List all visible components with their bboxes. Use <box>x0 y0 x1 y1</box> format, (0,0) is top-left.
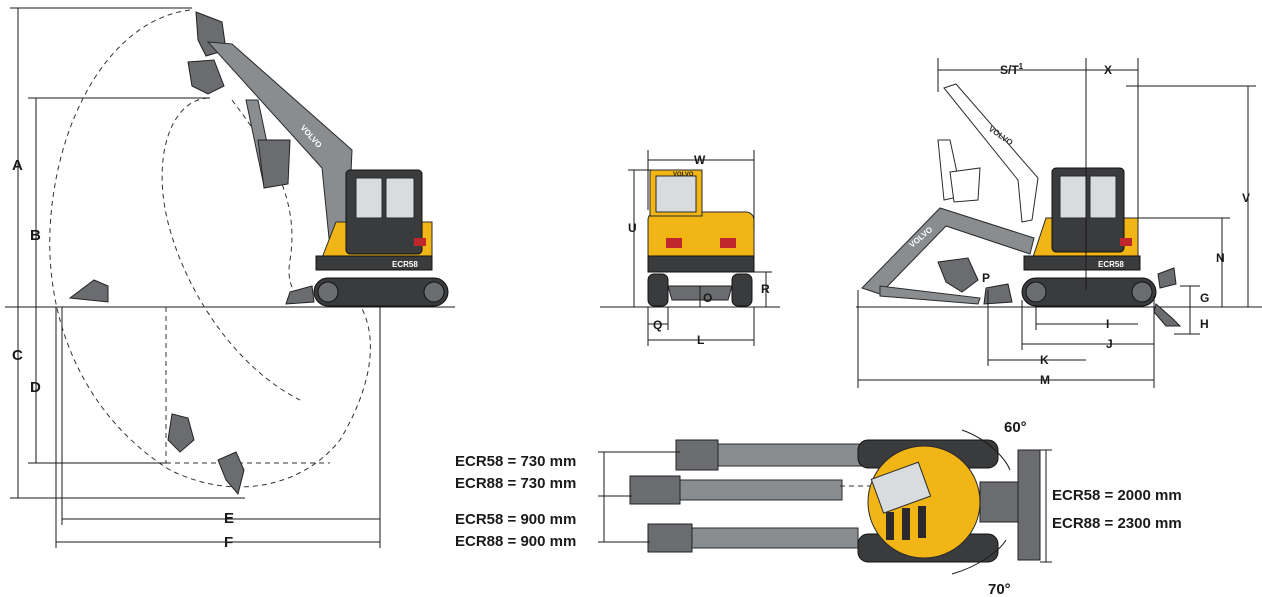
cab-window-left-right <box>1059 175 1087 219</box>
label-p: P <box>982 271 990 285</box>
lowered-stick <box>879 285 981 305</box>
bucket-upper <box>187 59 225 95</box>
rear-track-right <box>731 273 753 307</box>
label-v: V <box>1242 191 1250 205</box>
track-idler <box>317 281 339 303</box>
spec-ecr58-900: ECR58 = 900 mm <box>455 511 576 528</box>
transport-view: VOLVO VOLVO ECR58 <box>856 58 1262 388</box>
label-h: H <box>1200 317 1209 331</box>
spec-ecr58-2000: ECR58 = 2000 mm <box>1052 487 1182 504</box>
dozer-blade-left <box>285 285 315 305</box>
label-j: J <box>1106 337 1113 351</box>
upper-frame-right <box>1023 255 1141 271</box>
rear-frame <box>647 255 755 273</box>
label-o: O <box>703 291 712 305</box>
working-range-view: A B C D E F VOLVO ECR58 <box>5 7 455 551</box>
lowered-bucket <box>937 257 979 293</box>
spec-ecr88-730: ECR88 = 730 mm <box>455 475 576 492</box>
body-model-text-right: ECR58 <box>1098 260 1124 269</box>
label-f: F <box>224 534 233 551</box>
body-model-text: ECR58 <box>392 260 418 269</box>
rear-view: VOLVO W U R O Q L <box>600 150 780 347</box>
track-idler-right <box>1025 281 1047 303</box>
label-x: X <box>1104 63 1112 77</box>
top-view: 60° 70° ECR58 = 730 mm ECR88 = 730 mm EC… <box>455 419 1182 597</box>
angle-bottom: 70° <box>988 581 1011 597</box>
bucket-ground <box>68 279 109 303</box>
label-c: C <box>12 347 23 364</box>
label-g: G <box>1200 291 1209 305</box>
label-n: N <box>1216 251 1225 265</box>
bucket-top-view-3 <box>647 523 693 553</box>
track-sprocket <box>423 281 445 303</box>
label-r: R <box>761 282 770 296</box>
label-a: A <box>12 157 23 174</box>
cab-window-left <box>355 177 383 219</box>
rear-body <box>647 211 755 263</box>
label-w: W <box>694 153 706 167</box>
rear-cab-glass <box>655 175 697 213</box>
raised-boom <box>943 83 1039 223</box>
bucket-deep-1 <box>167 413 195 453</box>
label-m: M <box>1040 373 1050 387</box>
rear-light-right <box>720 238 736 248</box>
blade-frame <box>979 481 1021 523</box>
tail-light <box>414 238 426 246</box>
track-sprocket-right <box>1131 281 1153 303</box>
bucket-deep-2 <box>217 451 245 496</box>
rear-track-left <box>647 273 669 307</box>
bucket-curled <box>257 139 291 189</box>
upper-frame <box>315 255 433 271</box>
label-b: B <box>30 227 41 244</box>
track-left-view <box>313 277 449 307</box>
cab-window-right-right <box>1089 175 1117 219</box>
inner-envelope <box>161 97 301 401</box>
dozer-blade-up <box>1157 267 1177 289</box>
label-l: L <box>697 333 704 347</box>
cab-window-right <box>385 177 415 219</box>
label-d: D <box>30 379 41 396</box>
label-q: Q <box>653 318 662 332</box>
vent-3 <box>918 506 926 538</box>
label-u: U <box>628 221 637 235</box>
label-i: I <box>1106 317 1109 331</box>
label-k: K <box>1040 353 1049 367</box>
label-st: S/T1 <box>1000 62 1024 77</box>
track-right-view <box>1021 277 1157 307</box>
label-e: E <box>224 510 234 527</box>
bucket-top-view-2 <box>629 475 681 505</box>
reach-envelope <box>49 9 371 488</box>
top-cab-glass <box>870 461 932 514</box>
angle-top: 60° <box>1004 419 1027 436</box>
spec-ecr88-2300: ECR88 = 2300 mm <box>1052 515 1182 532</box>
vent-1 <box>886 512 894 540</box>
spec-ecr58-730: ECR58 = 730 mm <box>455 453 576 470</box>
vent-2 <box>902 508 910 540</box>
angle-arc-top <box>961 429 1011 471</box>
coupler <box>983 283 1013 305</box>
bucket-top-view-1 <box>675 439 719 471</box>
top-blade <box>1017 449 1041 561</box>
raised-bucket <box>949 167 981 203</box>
rear-brand-text: VOLVO <box>673 172 694 178</box>
spec-ecr88-900: ECR88 = 900 mm <box>455 533 576 550</box>
tail-light-right <box>1120 238 1132 246</box>
rear-light-left <box>666 238 682 248</box>
angle-arc-bottom <box>951 539 1007 575</box>
